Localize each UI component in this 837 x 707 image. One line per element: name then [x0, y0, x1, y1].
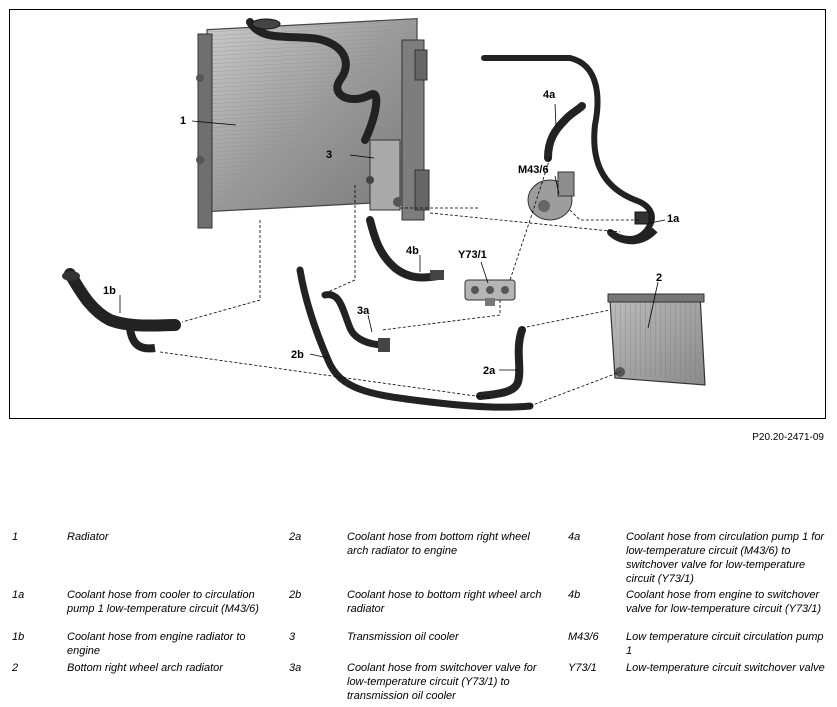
coolant-hose-2b — [296, 266, 534, 411]
coolant-hose-2a — [476, 326, 526, 400]
figure-reference-code: P20.20-2471-09 — [752, 432, 824, 443]
legend-desc: Radiator — [67, 531, 109, 543]
callout-3a: 3a — [357, 305, 370, 317]
legend-desc: Low temperature circuit circulation pump… — [626, 631, 824, 657]
legend-key: 3 — [289, 631, 296, 643]
callout-1: 1 — [180, 115, 186, 127]
legend-desc: Coolant hose from switchover valve for l… — [347, 662, 537, 702]
callout-4b: 4b — [406, 245, 419, 257]
callout-4a: 4a — [543, 89, 556, 101]
legend-key: 3a — [289, 662, 302, 674]
top-radiator-hose — [246, 18, 381, 144]
callout-y73-1: Y73/1 — [458, 249, 487, 261]
legend-desc: Coolant hose from bottom right wheel arc… — [347, 531, 530, 557]
legend-desc: Bottom right wheel arch radiator — [67, 662, 223, 674]
coolant-hose-3a — [321, 291, 389, 349]
connector-lines — [159, 157, 640, 407]
legend-key: 4b — [568, 589, 581, 601]
coolant-hose-4a — [544, 102, 586, 162]
cooling-system-diagram: 1 1a 1b 2 2a 2b 3 3a 4a 4b M43/6 Y73/1 — [62, 18, 706, 411]
legend-key: 2 — [12, 662, 19, 674]
callout-1b: 1b — [103, 285, 116, 297]
legend-key: 1b — [12, 631, 25, 643]
legend-key: Y73/1 — [568, 662, 597, 674]
callout-2a: 2a — [483, 365, 496, 377]
legend-key: M43/6 — [568, 631, 599, 643]
legend-desc: Coolant hose to bottom right wheel arch … — [347, 589, 542, 615]
transmission-oil-cooler — [366, 139, 403, 211]
coolant-hose-4b — [366, 216, 442, 282]
wheel-arch-radiator — [607, 293, 706, 386]
legend-key: 2b — [289, 589, 302, 601]
legend-desc: Coolant hose from circulation pump 1 for… — [626, 531, 825, 585]
callout-2: 2 — [656, 272, 662, 284]
callout-m43-6: M43/6 — [518, 164, 549, 176]
callout-3: 3 — [326, 149, 332, 161]
legend-key: 1 — [12, 531, 19, 543]
legend-desc: Coolant hose from cooler to circulation … — [67, 589, 259, 615]
circulation-pump-m43-6 — [527, 171, 575, 221]
callout-1a: 1a — [667, 213, 680, 225]
legend-key: 1a — [12, 589, 25, 601]
legend-key: 2a — [289, 531, 302, 543]
legend-desc: Transmission oil cooler — [347, 631, 459, 643]
legend-key: 4a — [568, 531, 581, 543]
radiator — [196, 18, 430, 229]
coolant-hose-1b — [64, 268, 181, 332]
callout-2b: 2b — [291, 349, 304, 361]
legend-desc: Coolant hose from engine to switchover v… — [626, 589, 822, 615]
diagram-frame: 1 1a 1b 2 2a 2b 3 3a 4a 4b M43/6 Y73/1 — [9, 9, 826, 419]
coolant-hose-1a — [481, 55, 655, 242]
switchover-valve-y73-1 — [464, 279, 516, 306]
legend-desc: Coolant hose from engine radiator to eng… — [67, 631, 246, 657]
callout-leaders — [119, 103, 666, 371]
legend-desc: Low-temperature circuit switchover valve — [626, 662, 825, 674]
